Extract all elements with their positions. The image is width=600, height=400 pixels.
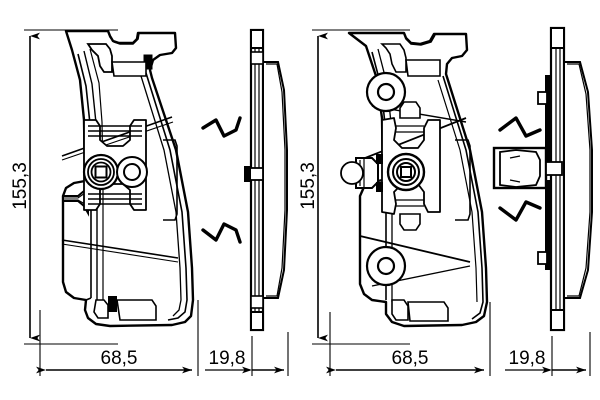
right-pad-upper-bore-inner — [376, 82, 396, 102]
right-side-spring-clip-lower — [498, 200, 542, 222]
left-side-spring-clip-upper — [201, 116, 242, 138]
left-side-friction-block — [262, 61, 288, 299]
left-pad-bottom-foot — [93, 299, 109, 319]
left-side-top-step — [250, 51, 264, 65]
left-side-center-dark-tab — [244, 166, 251, 182]
right-pad-top-lug-inner — [403, 32, 436, 46]
left-pad-top-bracket — [111, 61, 147, 77]
left-pad-friction-edge-c — [89, 48, 104, 302]
left-pad-web-line-lower-2 — [61, 243, 179, 263]
left-pad-web-line-upper-2 — [61, 121, 174, 161]
right-pad-front-view — [340, 31, 489, 328]
left-side-spring-clip-lower — [201, 222, 242, 244]
left-pad-hatch-lower — [88, 193, 142, 205]
right-pad-bottom-foot — [391, 299, 409, 321]
left-width-dimension-label: 68,5 — [101, 348, 138, 369]
left-pad-front-view — [61, 29, 195, 328]
right-pad-sensor-tab-lower — [376, 182, 383, 192]
right-width-dimension-label: 68,5 — [392, 348, 429, 369]
right-pad-top-bracket — [405, 59, 441, 77]
right-pad-hatch-upper — [396, 125, 424, 133]
left-side-center-boss — [248, 167, 264, 181]
left-thickness-dimension-label: 19,8 — [209, 348, 246, 369]
left-pad-top-lug-inner — [107, 30, 140, 45]
right-side-rail-upper — [545, 75, 551, 165]
left-pad-side-notch-detail — [64, 192, 86, 205]
left-pad-bottom-dark-tab — [108, 296, 117, 312]
right-pad-top-shoulder — [380, 43, 407, 73]
right-side-top-lug — [550, 27, 565, 49]
left-pad-secondary-bore-inner — [123, 163, 141, 181]
left-side-bottom-step — [250, 295, 264, 309]
right-side-sensor-connector-detail — [509, 155, 521, 183]
left-pad-hatch-upper — [88, 125, 142, 137]
right-pad-boss-cap-upper — [399, 101, 421, 119]
left-pad-inner-contour-right-a — [145, 72, 188, 321]
right-pad-side-view — [492, 26, 593, 332]
left-dimension-group: 155,3 68,5 19,8 — [10, 29, 289, 376]
left-pad-web-line-lower — [61, 239, 179, 259]
left-pad-hub-square-center — [94, 165, 108, 179]
left-side-friction-inner — [266, 63, 286, 297]
left-side-bottom-lug — [250, 311, 264, 331]
right-pad-boss-cap-lower — [399, 213, 421, 231]
right-side-rail-lower — [545, 180, 551, 270]
right-side-bottom-lug — [550, 309, 565, 331]
left-side-top-lug — [250, 29, 264, 49]
right-pad-bottom-bracket — [407, 301, 449, 322]
right-pad-web-line-upper — [359, 117, 467, 161]
right-pad-hub-square-center — [400, 166, 412, 178]
right-pad-inner-contour-right-a — [442, 75, 484, 320]
right-side-clip-tab-lower — [537, 251, 548, 265]
right-side-friction-inner — [567, 63, 591, 297]
left-height-dimension-label: 155,3 — [10, 162, 31, 210]
right-pad-web-line-lower — [359, 235, 471, 263]
left-pad-bottom-bracket — [116, 299, 157, 321]
right-side-sensor-connector-inner — [499, 149, 541, 188]
right-pad-inner-contour-right-b — [437, 79, 478, 303]
left-pad-inner-contour-right-b — [140, 75, 182, 317]
left-pad-right-notch — [163, 139, 178, 221]
right-side-plate-centerlines — [555, 28, 561, 330]
right-side-spring-clip-upper — [498, 116, 542, 138]
right-pad-sensor-ring — [340, 161, 364, 185]
right-side-clip-tab-upper — [537, 91, 548, 105]
right-thickness-dimension-label: 19,8 — [509, 348, 546, 369]
right-side-friction-block — [563, 61, 593, 299]
left-pad-top-shoulder — [86, 43, 113, 73]
right-pad-sensor-tab-upper — [376, 154, 383, 164]
right-side-backing-plate — [549, 26, 566, 332]
right-side-sensor-plug — [545, 161, 563, 176]
right-pad-hatch-lower — [396, 199, 424, 207]
right-pad-right-notch — [455, 139, 471, 221]
right-pad-lower-bore-inner — [376, 256, 396, 276]
right-height-dimension-label: 155,3 — [298, 162, 319, 210]
right-dimension-group: 155,3 68,5 19,8 — [298, 29, 591, 376]
left-pad-side-view — [201, 28, 288, 332]
